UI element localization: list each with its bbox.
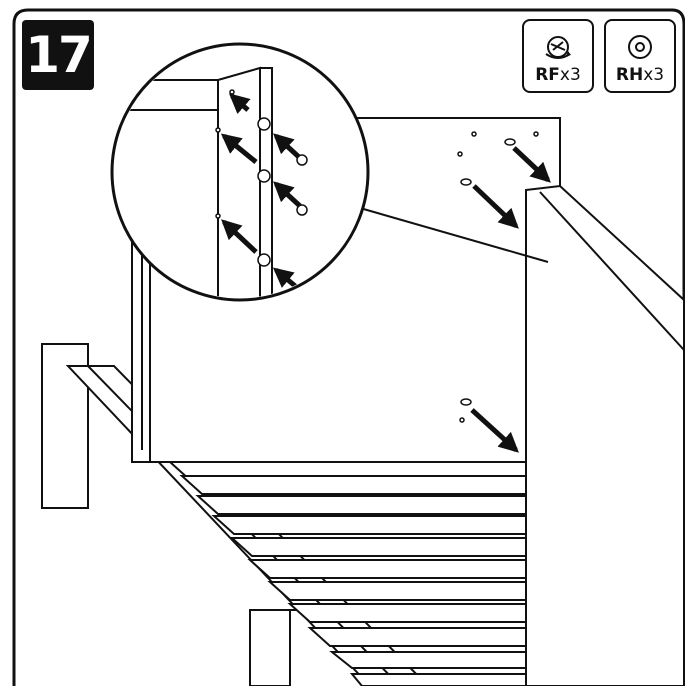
part-rh-label: RHx3 — [615, 65, 665, 85]
fitting-arrows — [470, 146, 551, 453]
side-panel — [525, 184, 685, 686]
step-number-badge: 17 — [22, 20, 94, 90]
cam-lock-fitting-icon — [545, 36, 571, 59]
part-rf-label: RFx3 — [535, 65, 581, 85]
panel-holes — [457, 131, 539, 423]
part-rh-box: RHx3 — [604, 19, 676, 93]
zoom-leader-line — [359, 207, 549, 263]
part-rf-box: RFx3 — [522, 19, 594, 93]
cam-housing-icon — [628, 35, 652, 59]
page-border — [12, 8, 685, 686]
cam-bolts — [460, 138, 516, 406]
zoom-detail — [110, 42, 370, 302]
